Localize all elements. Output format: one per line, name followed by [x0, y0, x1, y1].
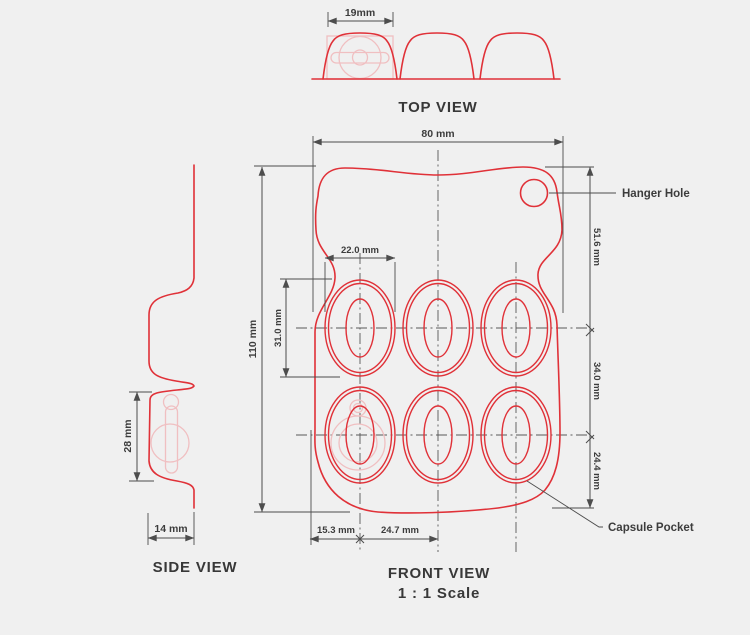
dim-19mm: 19mm — [327, 7, 394, 27]
dim-text-depth: 14 mm — [154, 523, 187, 535]
side-profile — [148, 164, 195, 509]
front-view-scale: 1 : 1 Scale — [398, 585, 480, 602]
side-view-title: SIDE VIEW — [153, 559, 238, 576]
centerlines — [296, 150, 590, 552]
blister-bump-3 — [479, 32, 555, 80]
card-outline — [314, 166, 563, 514]
dim-80mm: 80 mm — [312, 128, 564, 313]
dim-text-width: 80 mm — [421, 128, 454, 140]
hanger-hole-label: Hanger Hole — [622, 188, 690, 200]
top-view: 19mm TOP VIEW — [311, 7, 561, 116]
top-view-title: TOP VIEW — [398, 99, 477, 116]
dim-text-height: 110 mm — [247, 320, 259, 359]
dim-text-pocket-width: 22.0 mm — [341, 245, 379, 256]
capsule-pocket-callout: Capsule Pocket — [526, 480, 694, 534]
hanger-hole-callout: Hanger Hole — [549, 188, 690, 200]
dim-text-row2-to-bottom: 24.4 mm — [591, 452, 602, 490]
front-view: 80 mm 110 mm 22.0 mm 31.0 mm 51.6 mm — [247, 128, 694, 602]
capsule-ghost-side — [150, 393, 190, 474]
dim-text-row1-to-row2: 34.0 mm — [591, 362, 602, 400]
dim-31mm: 31.0 mm — [273, 278, 340, 378]
capsule-ghost-top — [326, 35, 394, 80]
dim-right-chain: 51.6 mm 34.0 mm 24.4 mm — [545, 166, 602, 509]
capsule-ghost-front — [330, 399, 386, 471]
side-view: 28 mm 14 mm SIDE VIEW — [122, 164, 238, 576]
dim-14mm: 14 mm — [147, 512, 195, 545]
hanger-hole-circle — [519, 178, 549, 208]
front-view-title: FRONT VIEW — [388, 565, 490, 582]
dim-bottom-chain: 15.3 mm 24.7 mm — [309, 430, 439, 545]
dim-text-side-pocket-height: 28 mm — [122, 419, 134, 452]
dim-22mm: 22.0 mm — [324, 245, 396, 312]
dim-110mm: 110 mm — [247, 165, 350, 513]
dim-text-col1-to-col2: 24.7 mm — [381, 525, 419, 536]
capsule-pocket-label: Capsule Pocket — [608, 522, 694, 534]
blister-bump-2 — [399, 32, 475, 80]
dim-text-top-to-row1: 51.6 mm — [591, 228, 602, 266]
blister-bump-1 — [322, 32, 398, 80]
dim-text-pocket-height: 31.0 mm — [273, 309, 284, 347]
dim-28mm: 28 mm — [122, 391, 154, 482]
dim-text-pocket-width-top: 19mm — [345, 7, 375, 19]
dim-text-edge-to-col1: 15.3 mm — [317, 525, 355, 536]
